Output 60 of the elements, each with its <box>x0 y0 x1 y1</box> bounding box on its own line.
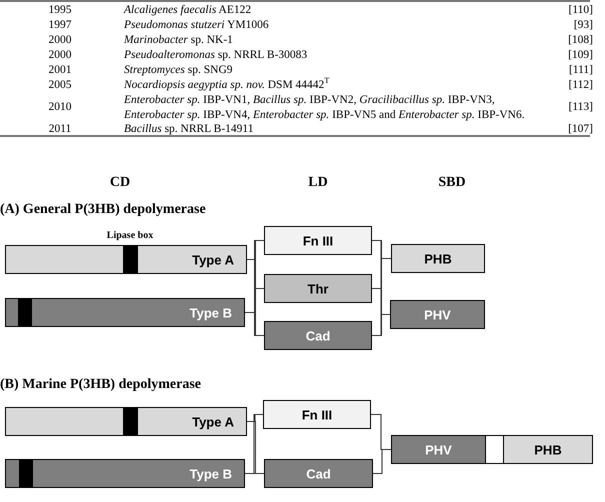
section-heading: SBD <box>437 175 467 191</box>
domain-label: Type A <box>192 252 234 267</box>
table-cell-text: [110] <box>568 3 593 18</box>
domain-bar <box>5 298 245 327</box>
domain-bar <box>5 407 247 436</box>
domain-bar <box>5 459 245 488</box>
domain-box <box>264 226 372 255</box>
connector-line <box>244 312 264 336</box>
table-cell-text: [113] <box>568 100 593 115</box>
domain-label: Fn III <box>302 233 334 248</box>
domain-label: PHB <box>423 251 453 266</box>
domain-label: Type A <box>192 414 234 429</box>
table-cell-text: Enterobacter sp. IBP-VN1, Bacillus sp. IBP-VN2, Gracilibacillus sp. IBP-VN3, Enterobacter sp. IBP-VN4, Enterobacter sp. IBP-VN5 and Enterobacter sp. IBP-VN6. <box>124 93 526 123</box>
table-cell-text: 1997 <box>48 18 72 33</box>
table-cell-text: [112] <box>568 78 593 93</box>
table-cell-text: [111] <box>568 63 593 78</box>
table-cell-text: [109] <box>567 48 593 63</box>
table-cell-text: [93] <box>572 18 593 33</box>
domain-label: Thr <box>306 281 330 296</box>
domain-label: Fn III <box>300 407 334 422</box>
section-heading: (B) Marine P(3HB) depolymerase <box>0 377 202 393</box>
domain-box <box>391 244 485 273</box>
table-cell-text: Alcaligenes faecalis AE122 <box>124 3 252 18</box>
table-cell-text: Nocardiopsis aegyptia sp. nov. DSM 44442$^{T}$ <box>124 78 330 93</box>
domain-label: Cad <box>305 466 332 481</box>
domain-box <box>264 459 373 488</box>
section-heading: LD <box>307 175 329 191</box>
table-cell-text: 2001 <box>48 63 72 78</box>
table-cell-text: Streptomyces sp. SNG9 <box>124 63 234 78</box>
table-cell-text: Bacillus sp. NRRL B-14911 <box>124 122 254 137</box>
lipase-box-label: Lipase box <box>106 230 154 241</box>
table-cell-text: 2000 <box>48 48 72 63</box>
domain-label: Type B <box>190 305 232 320</box>
section-heading: CD <box>108 175 132 191</box>
domain-box <box>264 321 372 350</box>
domain-box <box>264 274 372 303</box>
domain-label: PHB <box>533 442 563 457</box>
domain-box <box>391 435 486 464</box>
domain-box <box>263 400 371 429</box>
table-cell-text: 1995 <box>48 3 72 18</box>
connector-line <box>372 449 392 474</box>
domain-label: Cad <box>304 328 332 343</box>
connector-line <box>372 314 390 336</box>
domain-label: Type B <box>190 466 232 481</box>
table-cell-text: 2000 <box>48 33 72 48</box>
table-cell-text: [107] <box>567 122 593 137</box>
table-cell-text: [108] <box>567 33 593 48</box>
table-cell-text: 2010 <box>48 100 72 115</box>
table-cell-text: Pseudoalteromonas sp. NRRL B-30083 <box>124 48 308 63</box>
table-cell-text: 2011 <box>48 122 72 137</box>
domain-bar <box>5 245 247 274</box>
domain-box <box>503 435 593 464</box>
table-cell-text: Pseudomonas stutzeri YM1006 <box>124 18 270 33</box>
domain-label: PHV <box>423 307 452 322</box>
table-cell-text: Marinobacter sp. NK-1 <box>124 33 234 48</box>
section-heading: (A) General P(3HB) depolymerase <box>0 202 207 218</box>
table-cell-text: 2005 <box>48 78 72 93</box>
domain-box <box>390 300 485 329</box>
domain-label: PHV <box>424 442 453 457</box>
linker-box <box>485 435 504 464</box>
